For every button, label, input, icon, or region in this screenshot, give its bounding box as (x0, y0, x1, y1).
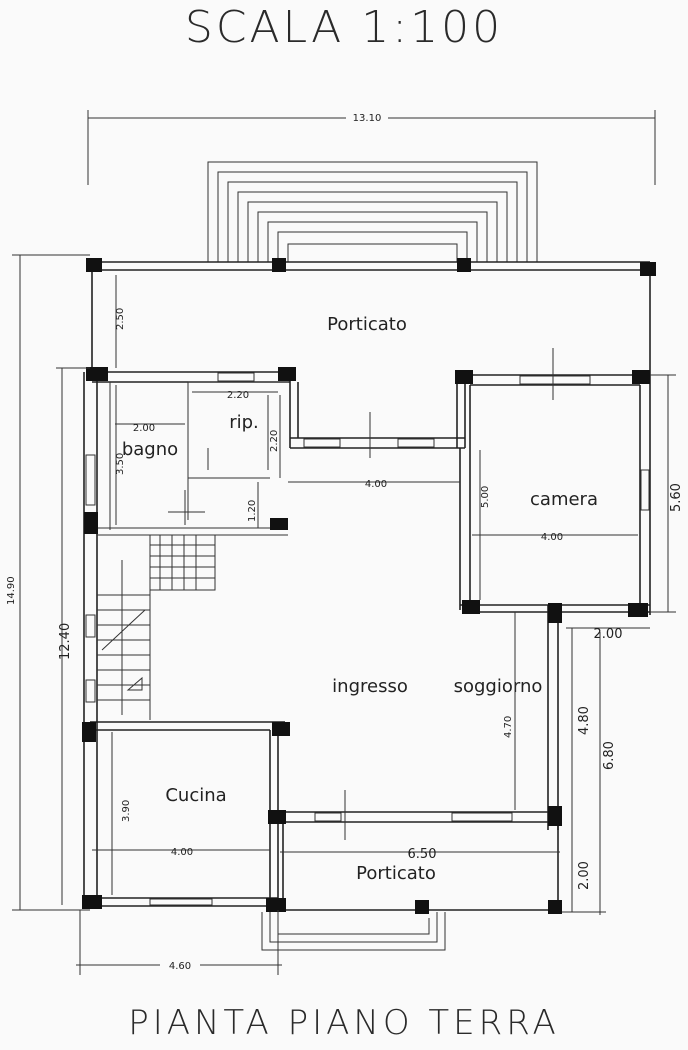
exterior-walls (83, 371, 651, 912)
dim-label-bagno-width: 2.00 (133, 423, 155, 434)
dim-label-porch-bottom-width: 6.50 (408, 847, 437, 862)
dim-label-soggiorno-depth: 4.70 (503, 716, 514, 738)
porticato-top-outline (91, 261, 651, 375)
room-label-porticato-bottom: Porticato (356, 863, 436, 884)
page-title: SCALA 1:100 (184, 2, 504, 53)
rear-steps (261, 912, 446, 951)
room-label-bagno: bagno (122, 439, 178, 460)
exterior-dimensions: 14.90 12.40 5.60 2.00 4.80 6.80 2.00 4.6… (6, 254, 684, 975)
staircase (97, 535, 216, 720)
dim-label-6-80: 6.80 (602, 741, 617, 770)
room-label-ingresso: ingresso (332, 676, 408, 697)
dim-label-4-60: 4.60 (169, 961, 191, 972)
dim-label-bagno-height: 3.50 (115, 453, 126, 475)
room-label-rip: rip. (229, 412, 259, 433)
dim-label-hall-width: 4.00 (365, 479, 387, 490)
interior-dimensions: 2.50 2.20 2.20 2.00 3.50 4.00 1.20 5.00 … (92, 275, 638, 895)
dim-label-cucina-height: 3.90 (121, 800, 132, 822)
room-label-soggiorno: soggiorno (454, 676, 543, 697)
pillars (82, 258, 656, 914)
dim-label-12-40: 12.40 (58, 623, 73, 660)
dim-label-4-80: 4.80 (577, 706, 592, 735)
dim-label-camera-width: 4.00 (541, 532, 563, 543)
dim-label-2-00-right: 2.00 (577, 861, 592, 890)
room-label-cucina: Cucina (165, 785, 226, 806)
dim-label-rip-height: 2.20 (269, 430, 280, 452)
dim-label-13-10: 13.10 (353, 113, 382, 124)
room-label-camera: camera (530, 489, 598, 510)
dim-label-2-00-top: 2.00 (594, 627, 623, 642)
dim-label-rip-width: 2.20 (227, 390, 249, 401)
dim-label-cucina-width: 4.00 (171, 847, 193, 858)
dim-overall-width: 13.10 (87, 110, 656, 185)
dim-label-camera-height: 5.00 (480, 486, 491, 508)
dim-label-14-90: 14.90 (6, 576, 17, 605)
dim-label-1-20: 1.20 (247, 500, 258, 522)
room-label-porticato-top: Porticato (327, 314, 407, 335)
dim-label-2-50: 2.50 (115, 308, 126, 330)
drawing-subtitle: PIANTA PIANO TERRA (128, 1003, 560, 1043)
interior-walls (97, 381, 288, 536)
dim-label-5-60: 5.60 (669, 483, 684, 512)
section-marks (344, 348, 554, 840)
front-steps (207, 161, 538, 262)
